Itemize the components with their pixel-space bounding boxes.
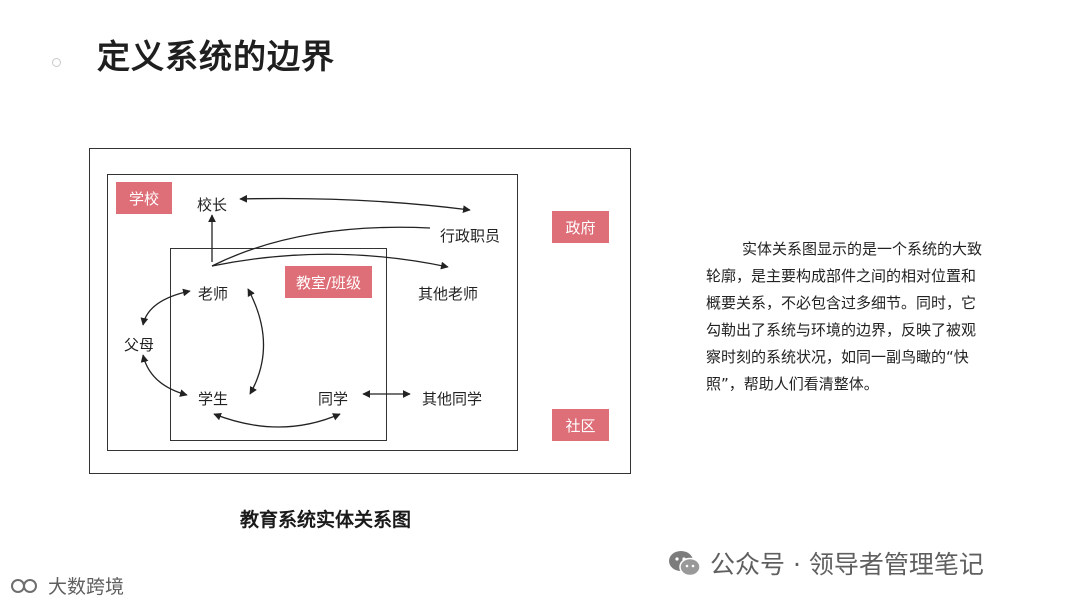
- arrow-parents-student: [140, 354, 188, 397]
- arrow-teacher-other-teachers: [211, 253, 449, 270]
- brand-logo-icon: [11, 578, 37, 593]
- description-paragraph: 实体关系图显示的是一个系统的大致轮廓，是主要构成部件之间的相对位置和概要关系，不…: [706, 240, 983, 393]
- watermark-right-text: 公众号 · 领导者管理笔记: [710, 550, 984, 579]
- node-admin-staff: 行政职员: [440, 227, 501, 245]
- community-tag: 社区: [552, 409, 609, 441]
- node-student: 学生: [198, 390, 229, 408]
- slide-title: 定义系统的边界: [97, 37, 335, 76]
- title-bullet-icon: [52, 58, 61, 67]
- arrow-principal-admin: [239, 194, 471, 213]
- diagram-caption: 教育系统实体关系图: [240, 509, 412, 531]
- node-other-classmates: 其他同学: [422, 390, 483, 408]
- node-classmate: 同学: [318, 390, 349, 408]
- arrow-teacher-parents: [140, 288, 191, 326]
- classroom-boundary: [170, 248, 387, 441]
- watermark-wechat: 公众号 · 领导者管理笔记: [668, 545, 984, 581]
- wechat-icon: [669, 551, 701, 577]
- node-parents: 父母: [124, 336, 155, 354]
- watermark-left-text: 大数跨境: [48, 576, 125, 598]
- environment-boundary: [89, 148, 631, 474]
- node-other-teachers: 其他老师: [418, 285, 479, 303]
- school-boundary: [107, 174, 518, 451]
- node-principal: 校长: [197, 196, 228, 214]
- watermark-brand: 大数跨境: [10, 572, 124, 599]
- government-tag: 政府: [552, 211, 609, 243]
- school-tag: 学校: [116, 182, 172, 214]
- arrow-student-classmate: [213, 412, 341, 428]
- node-teacher: 老师: [198, 285, 229, 303]
- classroom-tag: 教室/班级: [285, 266, 372, 298]
- arrow-teacher-admin: [211, 226, 431, 267]
- arrow-teacher-student: [247, 288, 265, 395]
